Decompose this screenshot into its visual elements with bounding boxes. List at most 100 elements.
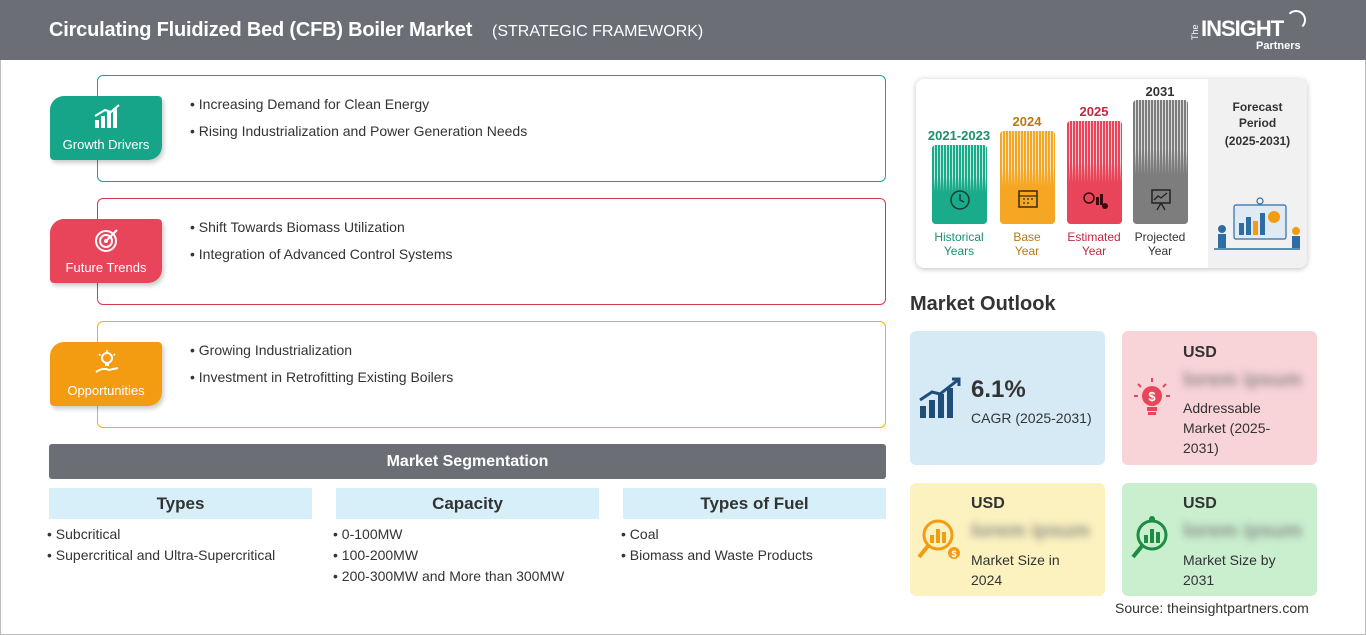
segment-list-types: Subcritical Supercritical and Ultra-Supe… — [47, 526, 275, 568]
addressable-value: lorem ipsum — [1183, 369, 1302, 391]
opportunities-badge: Opportunities — [50, 342, 162, 406]
forecast-line: (2025-2031) — [1224, 134, 1291, 148]
timeline-year-historical: 2021-2023 — [927, 128, 991, 143]
size2031-usd-label: USD — [1183, 495, 1217, 512]
list-item: Integration of Advanced Control Systems — [190, 246, 453, 262]
addressable-usd-label: USD — [1183, 344, 1217, 361]
timeline-bar-projected — [1133, 100, 1188, 224]
label-line: Market Size by — [1183, 552, 1276, 568]
size2031-label: Market Size by 2031 — [1183, 550, 1276, 590]
lightbulb-hand-icon — [95, 350, 119, 373]
label-line: 2031 — [1183, 572, 1215, 588]
logo-arc-icon — [1286, 10, 1306, 30]
insight-partners-logo: The INSIGHT Partners — [1190, 10, 1320, 54]
label-line: Market Size in — [971, 552, 1060, 568]
segment-header-capacity: Capacity — [336, 488, 599, 519]
timeline-year-base: 2024 — [1012, 114, 1042, 129]
list-item: Shift Towards Biomass Utilization — [190, 219, 453, 235]
list-item: Increasing Demand for Clean Energy — [190, 96, 527, 112]
lightbulb-dollar-icon: $ — [1134, 378, 1170, 415]
caption-line: Year — [1014, 244, 1040, 258]
future-trends-badge: Future Trends — [50, 219, 162, 283]
svg-text:$: $ — [1148, 389, 1156, 404]
list-item: Biomass and Waste Products — [621, 547, 813, 563]
timeline-bar-base — [1000, 131, 1055, 224]
segment-header-types: Types — [49, 488, 312, 519]
size2031-value: lorem ipsum — [1183, 520, 1302, 542]
timeline-bar-historical — [932, 145, 987, 224]
future-trends-box: Shift Towards Biomass Utilization Integr… — [97, 198, 886, 305]
market-size-2031-card: USD lorem ipsum Market Size by 2031 — [1122, 483, 1317, 596]
segment-list-fuel: Coal Biomass and Waste Products — [621, 526, 813, 568]
timeline-year-estimated: 2025 — [1079, 104, 1109, 119]
analyst-dashboard-icon — [1214, 197, 1300, 250]
list-item: Investment in Retrofitting Existing Boil… — [190, 369, 453, 385]
caption-line: Base — [1013, 230, 1041, 244]
calendar-icon — [1018, 190, 1038, 208]
list-item: 200-300MW and More than 300MW — [333, 568, 565, 584]
size2024-value: lorem ipsum — [971, 520, 1090, 542]
label-line: 2031) — [1183, 440, 1219, 456]
list-item: Subcritical — [47, 526, 275, 542]
forecast-line: Period — [1238, 116, 1277, 130]
growth-drivers-label: Growth Drivers — [62, 137, 150, 152]
bar-fill — [1067, 121, 1122, 224]
timeline-caption-projected: Projected Year — [1120, 230, 1200, 258]
growth-drivers-badge: Growth Drivers — [50, 96, 162, 160]
target-icon — [95, 229, 118, 252]
timeline-card: 2021-2023 Historical Years 2024 Base Yea… — [916, 79, 1307, 268]
size2024-usd-label: USD — [971, 495, 1005, 512]
list-item: Coal — [621, 526, 813, 542]
list-item: Supercritical and Ultra-Supercritical — [47, 547, 275, 563]
forecast-period-panel: Forecast Period (2025-2031) — [1208, 79, 1307, 268]
future-trends-label: Future Trends — [65, 260, 147, 275]
presentation-icon — [1151, 189, 1171, 211]
list-item: 0-100MW — [333, 526, 564, 542]
page-subtitle: (STRATEGIC FRAMEWORK) — [492, 23, 704, 40]
logo-insight-text: INSIGHT — [1201, 16, 1284, 41]
timeline-caption-base: Base Year — [987, 230, 1067, 258]
growth-drivers-box: Increasing Demand for Clean Energy Risin… — [97, 75, 886, 182]
cagr-card: 6.1% CAGR (2025-2031) — [910, 331, 1105, 465]
market-outlook-title: Market Outlook — [910, 293, 1056, 315]
caption-line: Estimated — [1067, 230, 1121, 244]
bar-fill — [932, 145, 987, 224]
opportunities-box: Growing Industrialization Investment in … — [97, 321, 886, 428]
list-item: 100-200MW — [333, 547, 564, 563]
caption-line: Years — [943, 244, 975, 258]
timeline-year-projected: 2031 — [1145, 84, 1175, 99]
addressable-label: Addressable Market (2025- 2031) — [1183, 398, 1270, 458]
label-line: Addressable — [1183, 400, 1261, 416]
label-line: Market (2025- — [1183, 420, 1271, 436]
svg-text:$: $ — [951, 549, 956, 559]
label-line: 2024 — [971, 572, 1003, 588]
caption-line: Year — [1147, 244, 1173, 258]
growth-chart-icon — [919, 377, 961, 418]
source-credit: Source: theinsightpartners.com — [1115, 600, 1309, 616]
history-icon — [950, 190, 970, 210]
segmentation-title: Market Segmentation — [49, 444, 886, 479]
market-size-2024-card: $ USD lorem ipsum Market Size in 2024 — [910, 483, 1105, 596]
growth-drivers-list: Increasing Demand for Clean Energy Risin… — [190, 96, 527, 150]
timeline-bar-estimated — [1067, 121, 1122, 224]
segment-list-capacity: 0-100MW 100-200MW 200-300MW and More tha… — [333, 526, 565, 589]
opportunities-list: Growing Industrialization Investment in … — [190, 342, 453, 396]
size2024-label: Market Size in 2024 — [971, 550, 1060, 590]
future-trends-list: Shift Towards Biomass Utilization Integr… — [190, 219, 453, 273]
cagr-label: CAGR (2025-2031) — [971, 410, 1092, 426]
list-item: Rising Industrialization and Power Gener… — [190, 123, 527, 139]
forecast-line: Forecast — [1232, 100, 1283, 114]
opportunities-label: Opportunities — [67, 383, 145, 398]
logo-partners-text: Partners — [1256, 40, 1301, 52]
gear-chart-icon — [1083, 192, 1108, 209]
addressable-market-card: $ USD lorem ipsum Addressable Market (20… — [1122, 331, 1317, 465]
growth-chart-icon — [94, 104, 120, 128]
caption-line: Projected — [1134, 230, 1186, 244]
page-title: Circulating Fluidized Bed (CFB) Boiler M… — [49, 19, 473, 41]
timeline-caption-historical: Historical Years — [919, 230, 999, 258]
bar-fill — [1000, 131, 1055, 224]
logo-the-text: The — [1190, 24, 1200, 40]
forecast-period-text: Forecast Period (2025-2031) — [1208, 99, 1307, 149]
cagr-value: 6.1% — [971, 376, 1026, 403]
segment-header-fuel: Types of Fuel — [623, 488, 886, 519]
